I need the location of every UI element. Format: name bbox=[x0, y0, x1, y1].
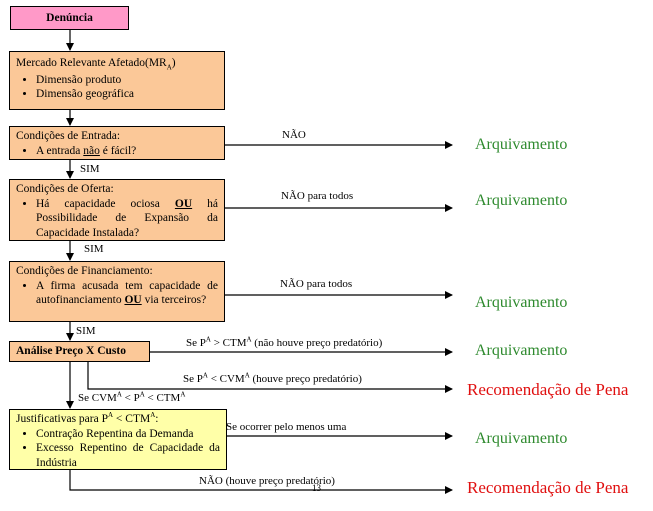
page-number: 13 bbox=[312, 483, 321, 493]
edge-label-nao-todos: NÃO para todos bbox=[281, 190, 354, 202]
node-entrada-item: A entrada não é fácil? bbox=[36, 144, 218, 159]
outcome-recomendacao: Recomendação de Pena bbox=[467, 478, 629, 497]
edge-label-nao: NÃO bbox=[282, 129, 306, 141]
edge-label-nao-todos: NÃO para todos bbox=[280, 278, 353, 290]
node-entrada-title: Condições de Entrada: bbox=[16, 130, 121, 142]
outcome-arquivamento: Arquivamento bbox=[475, 430, 568, 447]
edge-label-cond2: Se PA < CVMA (houve preço predatório) bbox=[183, 371, 362, 385]
node-entrada: Condições de Entrada: A entrada não é fá… bbox=[9, 126, 225, 160]
edge-label-sim: SIM bbox=[76, 325, 96, 337]
outcome-arquivamento: Arquivamento bbox=[475, 136, 568, 153]
edge-label-ocorrer: Se ocorrer pelo menos uma bbox=[226, 421, 347, 433]
node-justificativas: Justificativas para PA < CTMA: Contração… bbox=[9, 409, 227, 470]
node-analise: Análise Preço X Custo bbox=[9, 341, 150, 362]
edge-label-cond3: Se CVMA < PA < CTMA bbox=[78, 390, 186, 404]
edge-label-nao-houve: NÃO (houve preço predatório) bbox=[199, 475, 335, 487]
node-justificativas-title: Justificativas para PA < CTMA: bbox=[16, 411, 159, 425]
node-oferta: Condições de Oferta: Há capacidade ocios… bbox=[9, 179, 225, 241]
arrow-analise-recomendacao bbox=[87, 362, 453, 393]
node-denuncia-label: Denúncia bbox=[46, 12, 93, 24]
edge-label-cond1: Se PA > CTMA (não houve preço predatório… bbox=[186, 335, 383, 349]
node-mercado-item: Dimensão geográfica bbox=[36, 87, 218, 102]
node-financiamento-title: Condições de Financiamento: bbox=[16, 265, 153, 277]
node-denuncia: Denúncia bbox=[10, 6, 129, 30]
node-justificativas-item: Contração Repentina da Demanda bbox=[36, 427, 220, 442]
node-mercado-title: Mercado Relevante Afetado(MRA) bbox=[16, 57, 176, 72]
node-financiamento-item: A firma acusada tem capacidade de autofi… bbox=[36, 279, 218, 308]
outcome-arquivamento: Arquivamento bbox=[475, 342, 568, 359]
node-oferta-item: Há capacidade ociosa OU há Possibilidade… bbox=[36, 197, 218, 241]
node-oferta-title: Condições de Oferta: bbox=[16, 183, 114, 195]
arrow-justificativas-recomendacao bbox=[69, 470, 453, 494]
node-mercado: Mercado Relevante Afetado(MRA) Dimensão … bbox=[9, 51, 225, 110]
outcome-arquivamento: Arquivamento bbox=[475, 192, 568, 209]
outcome-arquivamento: Arquivamento bbox=[475, 294, 568, 311]
edge-label-sim: SIM bbox=[80, 163, 100, 175]
outcome-recomendacao: Recomendação de Pena bbox=[467, 380, 629, 399]
node-justificativas-item: Excesso Repentino de Capacidade da Indús… bbox=[36, 441, 220, 470]
node-financiamento: Condições de Financiamento: A firma acus… bbox=[9, 261, 225, 322]
node-mercado-item: Dimensão produto bbox=[36, 73, 218, 88]
edge-label-sim: SIM bbox=[84, 243, 104, 255]
node-analise-label: Análise Preço X Custo bbox=[16, 345, 126, 357]
